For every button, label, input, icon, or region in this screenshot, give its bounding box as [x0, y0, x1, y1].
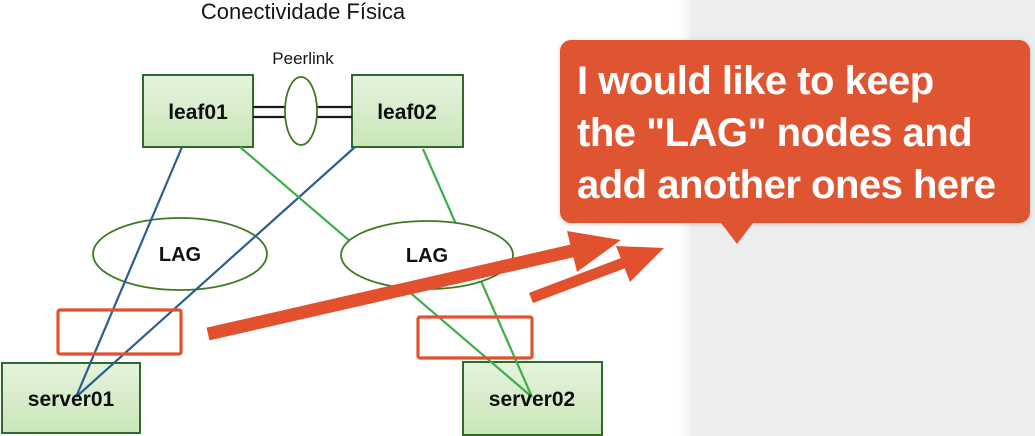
annotation-bubble: I would like to keep the "LAG" nodes and…: [560, 40, 1030, 244]
server01-label: server01: [28, 388, 115, 411]
leaf01-node: [142, 74, 254, 148]
leaf02-label: leaf02: [377, 101, 437, 124]
server02-label: server02: [489, 388, 575, 411]
annotation-line-3: add another ones here: [577, 163, 996, 207]
server02-node: [462, 361, 603, 436]
bubble-tail-icon: [721, 223, 753, 244]
placeholder-rect-left: [56, 308, 183, 356]
peerlink-ellipse: [284, 76, 318, 146]
diagram-title: Conectividade Física: [201, 0, 406, 24]
lag-left-ellipse: [92, 217, 268, 291]
lag-right-label: LAG: [406, 245, 448, 267]
leaf02-node: [351, 74, 464, 148]
annotation-line-1: I would like to keep: [577, 59, 934, 103]
annotation-text: I would like to keep the "LAG" nodes and…: [560, 40, 1030, 211]
server01-node: [1, 362, 141, 434]
annotation-arrow-long: [206, 231, 621, 341]
lag-left-label: LAG: [159, 244, 201, 266]
leaf01-label: leaf01: [168, 101, 228, 124]
annotation-arrow-short: [529, 246, 664, 304]
peerlink-label: Peerlink: [272, 49, 334, 68]
placeholder-rect-right: [416, 315, 534, 360]
annotation-line-2: the "LAG" nodes and: [577, 111, 973, 155]
